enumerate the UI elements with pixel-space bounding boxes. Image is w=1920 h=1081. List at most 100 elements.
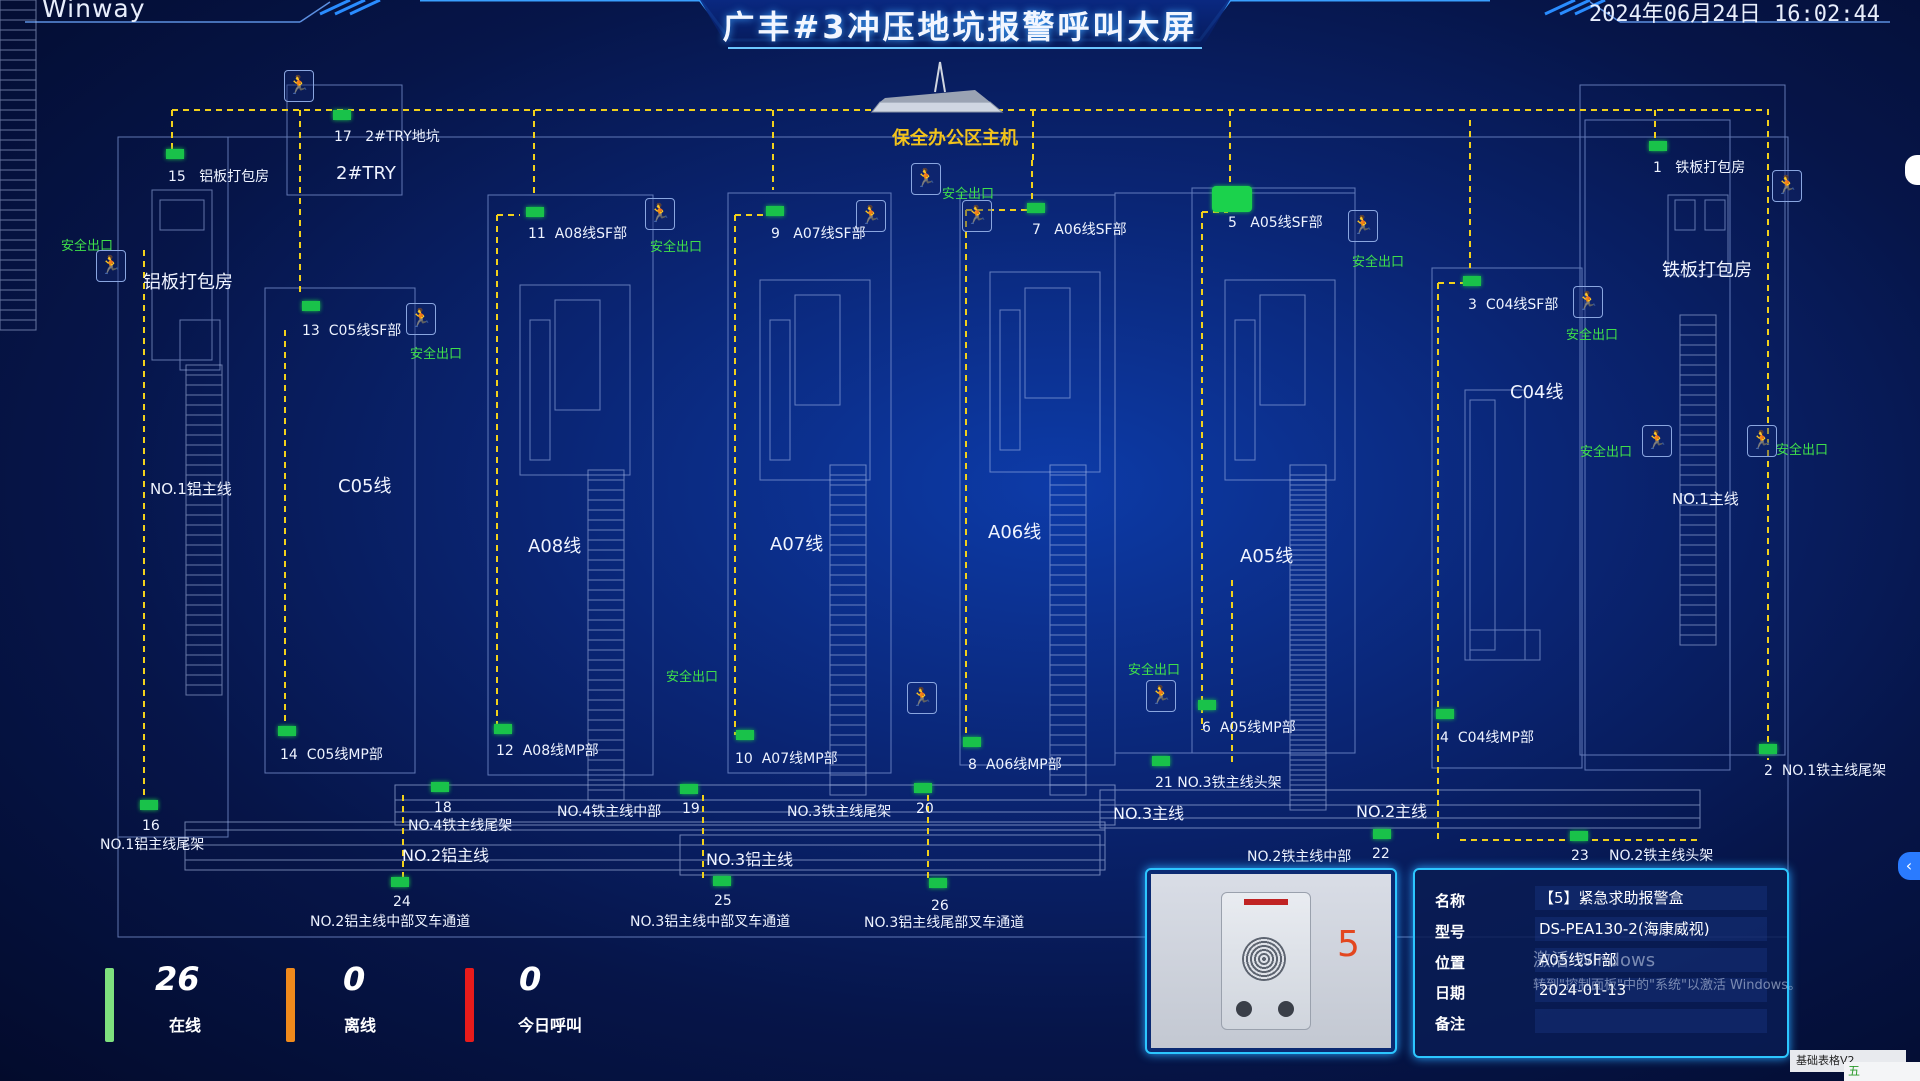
offline-caption: 离线 [344, 1016, 377, 1035]
alarm-node-10[interactable] [736, 730, 754, 740]
alarm-node-16[interactable] [140, 800, 158, 810]
running-man-icon: 🏃 [1146, 680, 1176, 712]
ime-indicator[interactable]: 五 [1844, 1062, 1920, 1081]
running-man-icon: 🏃 [911, 163, 941, 195]
online-caption: 在线 [169, 1016, 202, 1035]
running-man-icon: 🏃 [1772, 170, 1802, 202]
node-label-1: 1 铁板打包房 [1653, 160, 1746, 176]
area-label-a08: A08线 [528, 536, 582, 557]
info-value: DS-PEA130-2(海康威视) [1535, 917, 1767, 941]
safety-exit-label: 安全出口 [1128, 663, 1181, 678]
node-label-21: 21 NO.3铁主线头架 [1155, 775, 1282, 791]
node-label-17: 17 2#TRY地坑 [334, 129, 440, 145]
node-label-6: 6 A05线MP部 [1202, 720, 1296, 736]
alarm-node-21[interactable] [1152, 756, 1170, 766]
running-man-icon: 🏃 [1642, 425, 1672, 457]
alarm-node-1[interactable] [1649, 141, 1667, 151]
collapse-arrow-icon[interactable]: ‹ [1898, 852, 1920, 880]
area-label-no3-main: NO.3主线 [1113, 804, 1185, 823]
calls-caption: 今日呼叫 [518, 1016, 583, 1035]
alarm-node-26[interactable] [929, 878, 947, 888]
node-label-18: NO.4铁主线尾架 [408, 818, 513, 834]
area-label-a05: A05线 [1240, 546, 1294, 567]
node-label-20-id: 20 [916, 801, 934, 817]
alarm-node-11[interactable] [526, 207, 544, 217]
node-label-23: NO.2铁主线头架 [1609, 848, 1714, 864]
calls-count: 0 [519, 960, 542, 998]
info-key: 位置 [1435, 954, 1466, 972]
offline-indicator-bar [286, 968, 295, 1042]
running-man-icon: 🏃 [96, 250, 126, 282]
alarm-node-15[interactable] [166, 149, 184, 159]
alarm-node-24[interactable] [391, 877, 409, 887]
device-info-card: 名称 【5】紧急求助报警盒 型号 DS-PEA130-2(海康威视) 位置 A0… [1413, 868, 1789, 1058]
node-label-26: NO.3铝主线尾部叉车通道 [864, 915, 1025, 931]
node-label-15: 15 铝板打包房 [168, 169, 270, 185]
info-value: 【5】紧急求助报警盒 [1535, 886, 1767, 910]
alarm-node-18[interactable] [431, 782, 449, 792]
safety-exit-label: 安全出口 [666, 670, 719, 685]
alarm-node-23[interactable] [1570, 831, 1588, 841]
area-label-no1-al: NO.1铝主线 [150, 480, 232, 498]
calls-indicator-bar [465, 968, 474, 1042]
alarm-node-7[interactable] [1027, 203, 1045, 213]
alarm-node-22[interactable] [1373, 829, 1391, 839]
area-label-a06: A06线 [988, 522, 1042, 543]
safety-exit-label: 安全出口 [1352, 255, 1405, 270]
node-label-19: NO.4铁主线中部 [557, 804, 662, 820]
alarm-node-4[interactable] [1436, 709, 1454, 719]
info-key: 日期 [1435, 984, 1466, 1002]
alarm-node-20[interactable] [914, 783, 932, 793]
node-label-16: NO.1铝主线尾架 [100, 837, 205, 853]
info-value: 2024-01-13 [1535, 978, 1767, 1002]
host-label: 保全办公区主机 [892, 128, 1018, 149]
node-label-14: 14 C05线MP部 [280, 747, 383, 763]
node-label-4: 4 C04线MP部 [1440, 730, 1534, 746]
node-label-16-id: 16 [142, 818, 160, 834]
node-label-18-id: 18 [434, 800, 452, 816]
alarm-node-19[interactable] [680, 784, 698, 794]
online-indicator-bar [105, 968, 114, 1042]
area-label-lbcbf-left: 铝板打包房 [143, 272, 233, 293]
alarm-node-6[interactable] [1198, 700, 1216, 710]
alarm-node-12[interactable] [494, 724, 512, 734]
area-label-lbcbf-right: 铁板打包房 [1662, 260, 1752, 281]
alarm-node-5[interactable] [1212, 186, 1252, 212]
brand-logo: Winway [42, 0, 146, 23]
windows-activation-hint: 转到"控制面板"中的"系统"以激活 Windows。 [1533, 978, 1802, 993]
side-panel-toggle[interactable] [1905, 155, 1920, 185]
alarm-node-13[interactable] [302, 301, 320, 311]
device-photo: 5 [1151, 874, 1391, 1048]
info-key: 备注 [1435, 1015, 1466, 1033]
online-count: 26 [155, 960, 200, 998]
area-label-no1-fe: NO.1主线 [1672, 490, 1739, 508]
running-man-icon: 🏃 [907, 682, 937, 714]
info-value [1535, 1009, 1767, 1033]
safety-exit-label: 安全出口 [1566, 328, 1619, 343]
area-label-c05: C05线 [338, 476, 392, 497]
running-man-icon: 🏃 [1747, 425, 1777, 457]
alarm-node-17[interactable] [333, 110, 351, 120]
alarm-node-3[interactable] [1463, 276, 1481, 286]
node-label-25-id: 25 [714, 893, 732, 909]
safety-exit-label: 安全出口 [1580, 445, 1633, 460]
node-label-19-id: 19 [682, 801, 700, 817]
node-label-2: 2 NO.1铁主线尾架 [1764, 763, 1887, 779]
alarm-node-2[interactable] [1759, 744, 1777, 754]
photo-device-number: 5 [1337, 924, 1360, 965]
header: Winway 广丰#3冲压地坑报警呼叫大屏 2024年06月24日 16:02:… [0, 0, 1920, 60]
safety-exit-label: 安全出口 [942, 187, 995, 202]
running-man-icon: 🏃 [645, 198, 675, 230]
node-label-3: 3 C04线SF部 [1468, 297, 1559, 313]
area-label-c04: C04线 [1510, 382, 1564, 403]
area-label-no2-al: NO.2铝主线 [402, 846, 490, 865]
alarm-node-25[interactable] [713, 876, 731, 886]
running-man-icon: 🏃 [406, 303, 436, 335]
windows-activation-watermark: 激活 Windows [1533, 950, 1656, 971]
running-man-icon: 🏃 [1348, 210, 1378, 242]
area-label-no2-main: NO.2主线 [1356, 802, 1428, 821]
alarm-node-8[interactable] [963, 737, 981, 747]
alarm-node-9[interactable] [766, 206, 784, 216]
running-man-icon: 🏃 [856, 200, 886, 232]
alarm-node-14[interactable] [278, 726, 296, 736]
